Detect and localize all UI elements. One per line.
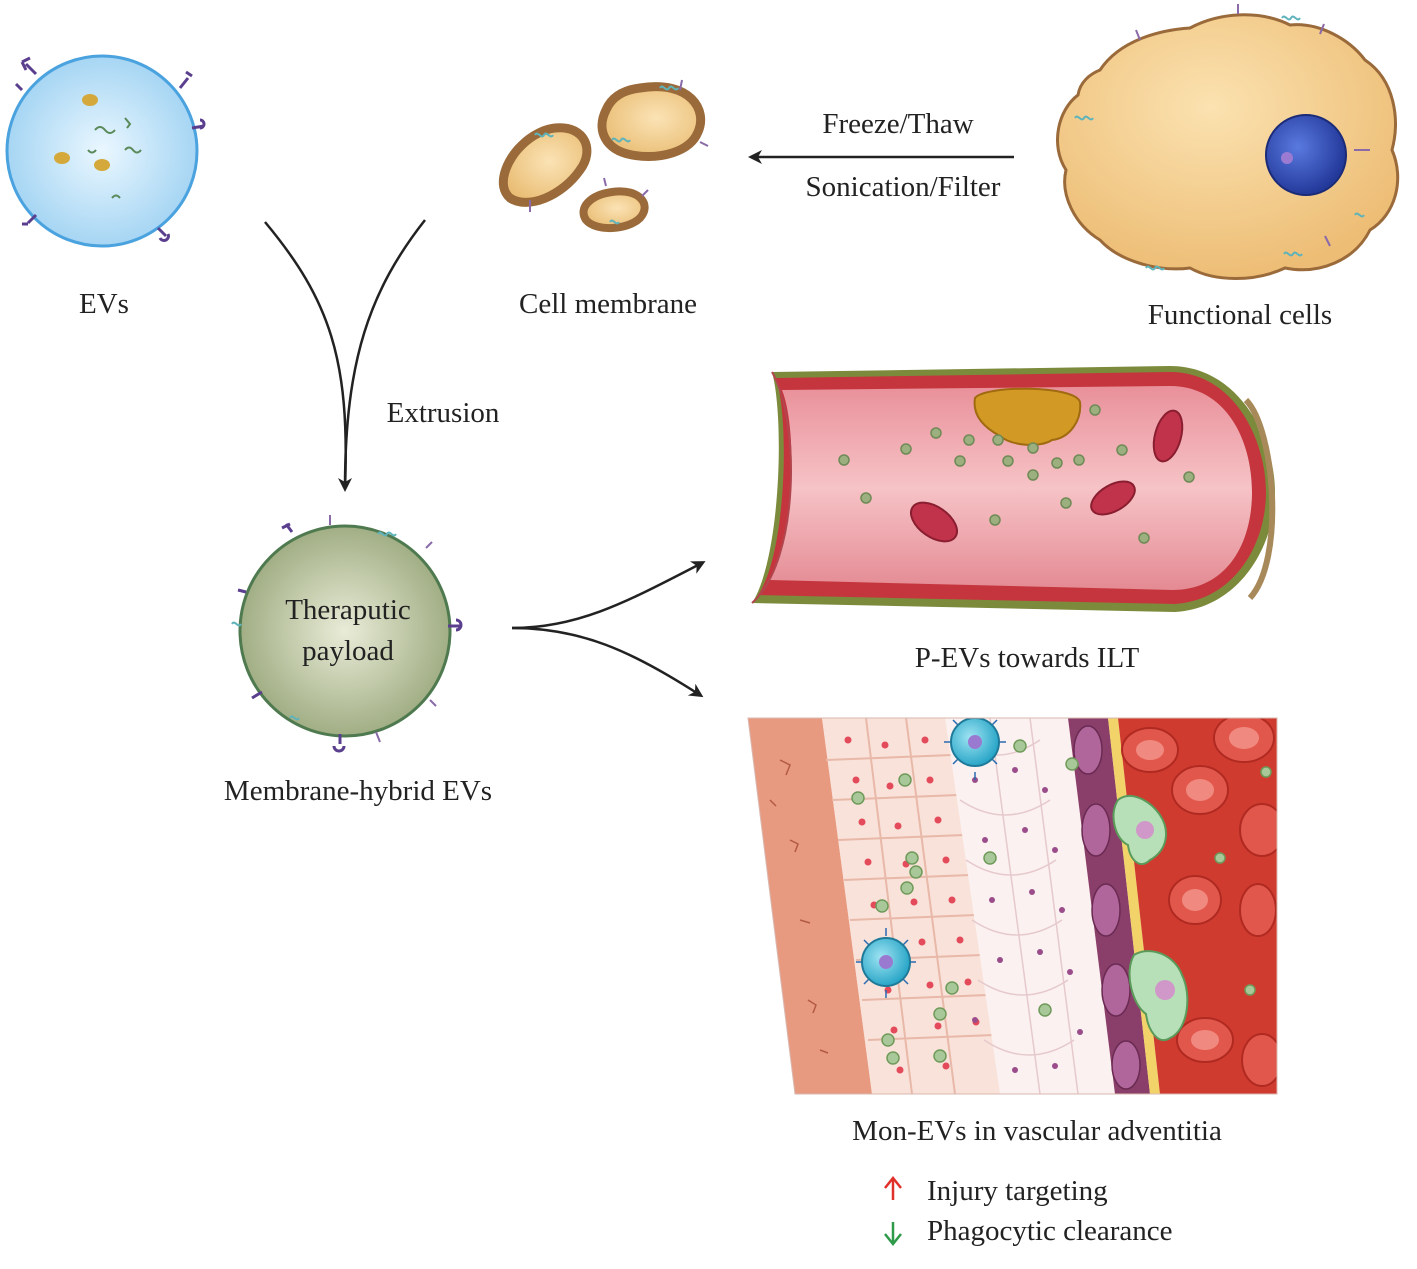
ev-vesicle [5,54,206,248]
functional-cells-label: Functional cells [1148,299,1332,331]
blood-vessel [751,366,1276,612]
cell-membrane-label: Cell membrane [519,288,697,320]
functional-cell [1056,4,1400,280]
evs-label: EVs [79,288,129,320]
arrow-to-adventitia [511,626,704,698]
phagocytic-clearance-label: Phagocytic clearance [927,1215,1173,1247]
extrusion-arrow-left [264,221,347,489]
down-arrow-icon [884,1222,902,1247]
injury-targeting-label: Injury targeting [927,1175,1108,1207]
arrow-to-vessel [511,561,706,630]
freeze-thaw-label: Freeze/Thaw [822,108,973,140]
p-evs-label: P-EVs towards ILT [915,642,1140,674]
vascular-adventitia-tissue [747,717,1278,1095]
sonication-filter-label: Sonication/Filter [806,171,1001,203]
up-arrow-icon [884,1175,902,1200]
mon-evs-label: Mon-EVs in vascular adventitia [852,1115,1222,1147]
extrusion-label: Extrusion [387,397,500,429]
payload-label-line2: payload [302,635,394,667]
membrane-hybrid-ev [231,515,463,753]
cell-membrane-fragments [498,79,709,233]
membrane-hybrid-label: Membrane-hybrid EVs [224,775,492,807]
payload-label-line1: Theraputic [285,594,411,626]
extrusion-arrow-right [338,219,426,492]
